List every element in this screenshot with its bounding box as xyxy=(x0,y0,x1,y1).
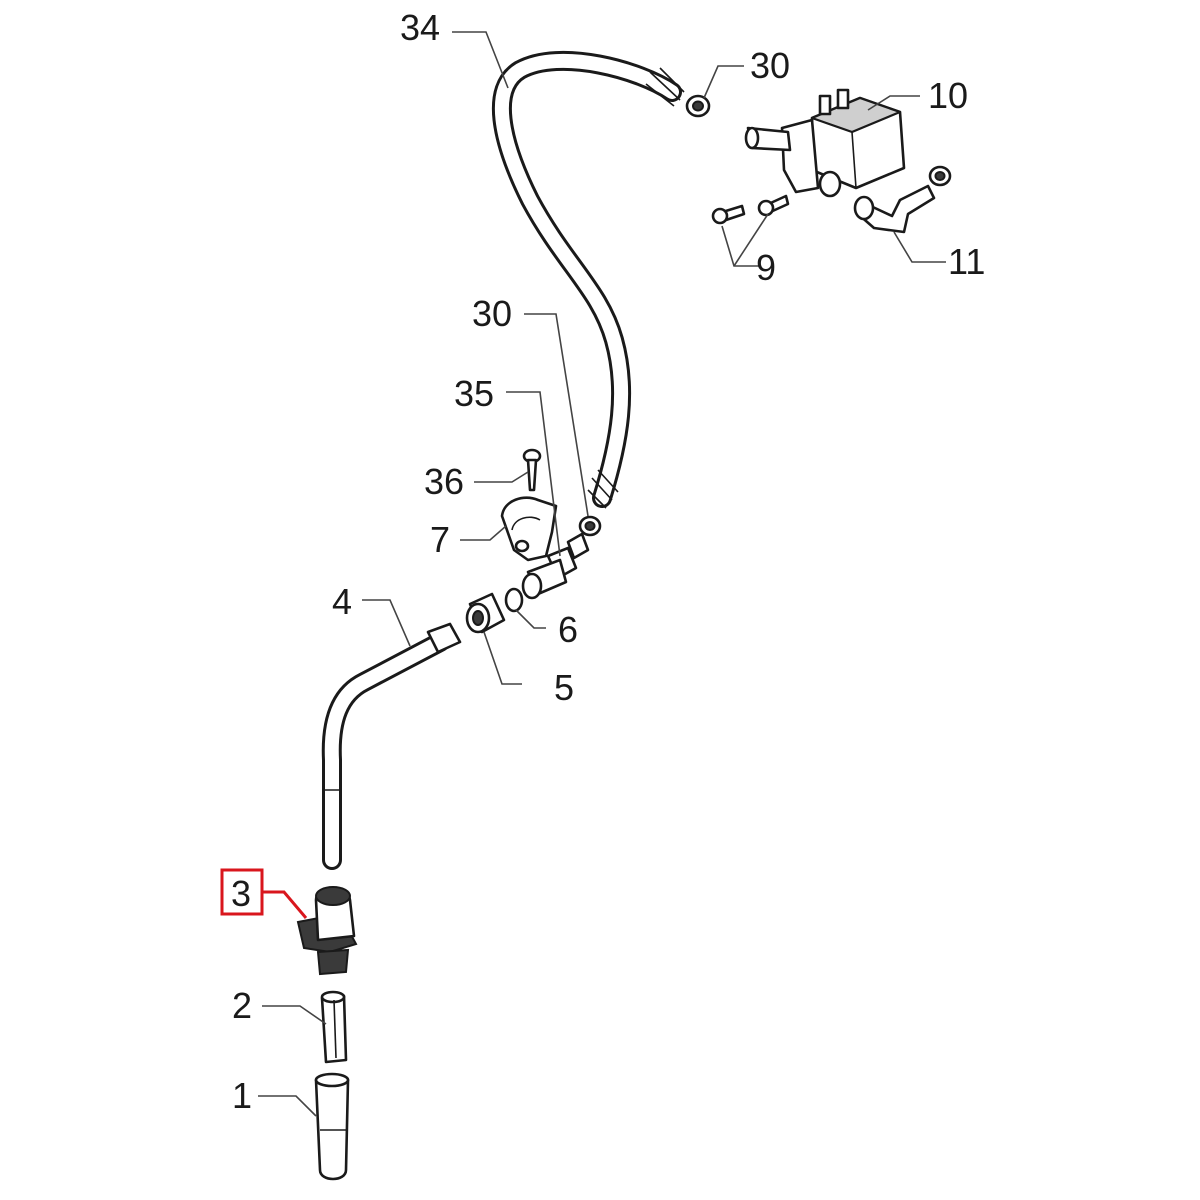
leader-4 xyxy=(362,599,411,647)
highlight-box-part-3 xyxy=(220,868,264,916)
sleeve-part-2 xyxy=(320,990,348,1064)
leader-1 xyxy=(258,1095,317,1117)
callout-3: 3 xyxy=(231,873,251,914)
leader-6 xyxy=(515,609,546,629)
callout-1: 1 xyxy=(232,1075,252,1116)
nut-near-part-11 xyxy=(928,165,952,187)
nut-part-30-lower xyxy=(578,515,602,537)
callout-labels: 34 30 10 9 11 30 35 36 7 4 6 5 3 2 1 xyxy=(231,7,985,1116)
callout-10: 10 xyxy=(928,75,968,116)
callout-5: 5 xyxy=(554,667,574,708)
leader-10 xyxy=(867,95,920,111)
leader-5 xyxy=(483,631,522,685)
callout-7: 7 xyxy=(430,519,450,560)
callout-34: 34 xyxy=(400,7,440,48)
hose-part-34 xyxy=(491,50,685,509)
callout-2: 2 xyxy=(232,985,252,1026)
solenoid-valve-part-10 xyxy=(744,88,906,198)
callout-36: 36 xyxy=(424,461,464,502)
screws-part-9 xyxy=(711,194,790,225)
callout-30-lower: 30 xyxy=(472,293,512,334)
leader-35 xyxy=(506,391,561,557)
leader-9b xyxy=(733,213,769,267)
leader-9a xyxy=(721,225,760,267)
callout-6: 6 xyxy=(558,609,578,650)
callout-35: 35 xyxy=(454,373,494,414)
connector-part-5 xyxy=(465,592,506,634)
screw-part-36 xyxy=(522,448,542,492)
nut-part-30-top xyxy=(685,94,711,118)
elbow-fitting-part-11 xyxy=(853,184,936,234)
knob-part-3 xyxy=(296,886,358,976)
clamp-part-7 xyxy=(500,496,558,562)
leader-30-top xyxy=(703,65,744,99)
steam-tube-part-4 xyxy=(321,622,462,870)
leader-2 xyxy=(262,1005,327,1025)
leader-lines xyxy=(258,31,946,1117)
leader-3-highlighted xyxy=(262,890,308,919)
callout-9: 9 xyxy=(756,247,776,288)
callout-30-top: 30 xyxy=(750,45,790,86)
leader-11 xyxy=(893,231,946,263)
callout-4: 4 xyxy=(332,581,352,622)
fitting-part-35 xyxy=(521,532,590,600)
leader-36 xyxy=(474,471,529,483)
leader-34 xyxy=(452,31,509,89)
o-ring-part-6 xyxy=(504,587,524,613)
callout-11: 11 xyxy=(948,241,985,282)
leader-30-lower xyxy=(524,313,589,517)
leader-7 xyxy=(460,525,507,541)
nozzle-part-1 xyxy=(314,1072,350,1181)
